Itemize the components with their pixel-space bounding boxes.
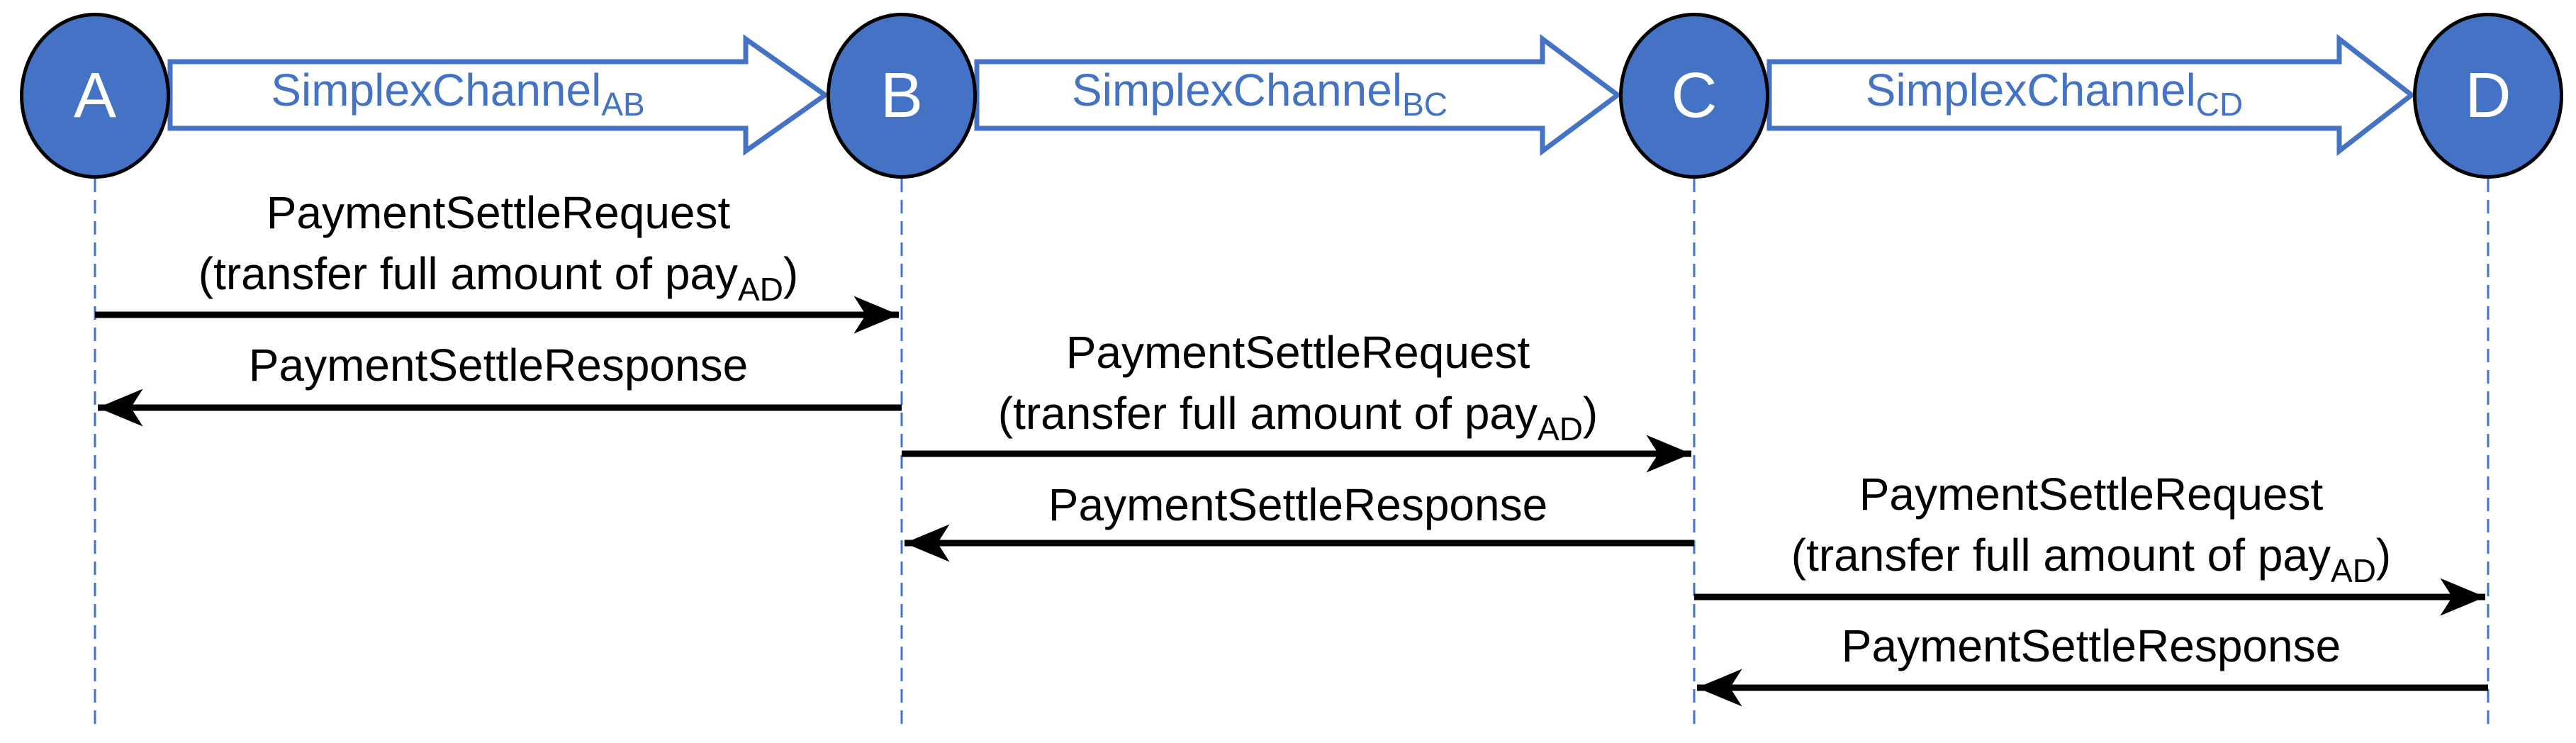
request-B-C-line2-close: ): [1582, 388, 1598, 439]
message-response-B-A-label: PaymentSettleResponse: [95, 335, 902, 396]
node-B-label: B: [880, 60, 924, 131]
response-D-C-text: PaymentSettleResponse: [1841, 620, 2341, 671]
message-request-C-D-label: PaymentSettleRequest (transfer full amou…: [1694, 464, 2488, 589]
channel-arrow-AB: [167, 34, 830, 156]
channel-AB-label-base: SimplexChannel: [271, 65, 602, 116]
response-B-A-text: PaymentSettleResponse: [248, 340, 749, 391]
message-request-B-C-label: PaymentSettleRequest (transfer full amou…: [902, 322, 1694, 447]
request-C-D-line2-subscript: AD: [2331, 552, 2376, 589]
request-A-B-line2-close: ): [783, 248, 799, 299]
request-B-C-line2-text: (transfer full amount of pay: [997, 388, 1538, 439]
message-response-C-B-label: PaymentSettleResponse: [902, 474, 1694, 535]
channel-block-arrows: [167, 33, 2416, 157]
message-request-A-B-label: PaymentSettleRequest (transfer full amou…: [95, 182, 902, 306]
request-B-C-line1: PaymentSettleRequest: [1065, 327, 1530, 378]
request-A-B-line1: PaymentSettleRequest: [266, 187, 731, 238]
node-C-label: C: [1671, 60, 1718, 131]
request-C-D-line2-text: (transfer full amount of pay: [1791, 530, 2331, 581]
node-B: B: [827, 13, 977, 179]
node-C: C: [1619, 13, 1769, 179]
request-C-D-line2-close: ): [2375, 530, 2392, 581]
node-A: A: [20, 13, 170, 179]
message-arrows: [95, 296, 2488, 707]
lifelines: [94, 179, 2490, 730]
request-A-B-line2-subscript: AD: [738, 271, 783, 308]
channel-arrow-CD: [1766, 33, 2416, 157]
node-D-label: D: [2465, 60, 2511, 131]
node-D: D: [2413, 13, 2563, 179]
request-A-B-line2-text: (transfer full amount of pay: [198, 248, 739, 299]
channel-BC-label-base: SimplexChannel: [1072, 65, 1403, 116]
request-C-D-line2: (transfer full amount of payAD): [1694, 525, 2488, 589]
request-B-C-line2-subscript: AD: [1538, 410, 1583, 447]
request-C-D-line1: PaymentSettleRequest: [1859, 469, 2324, 520]
node-A-label: A: [73, 60, 117, 131]
request-A-B-line2: (transfer full amount of payAD): [95, 243, 902, 306]
response-C-B-text: PaymentSettleResponse: [1048, 479, 1548, 530]
channel-CD-label-base: SimplexChannel: [1865, 65, 2196, 116]
request-B-C-line2: (transfer full amount of payAD): [902, 383, 1694, 447]
channel-arrow-BC: [974, 34, 1622, 156]
message-response-D-C-label: PaymentSettleResponse: [1694, 615, 2488, 676]
